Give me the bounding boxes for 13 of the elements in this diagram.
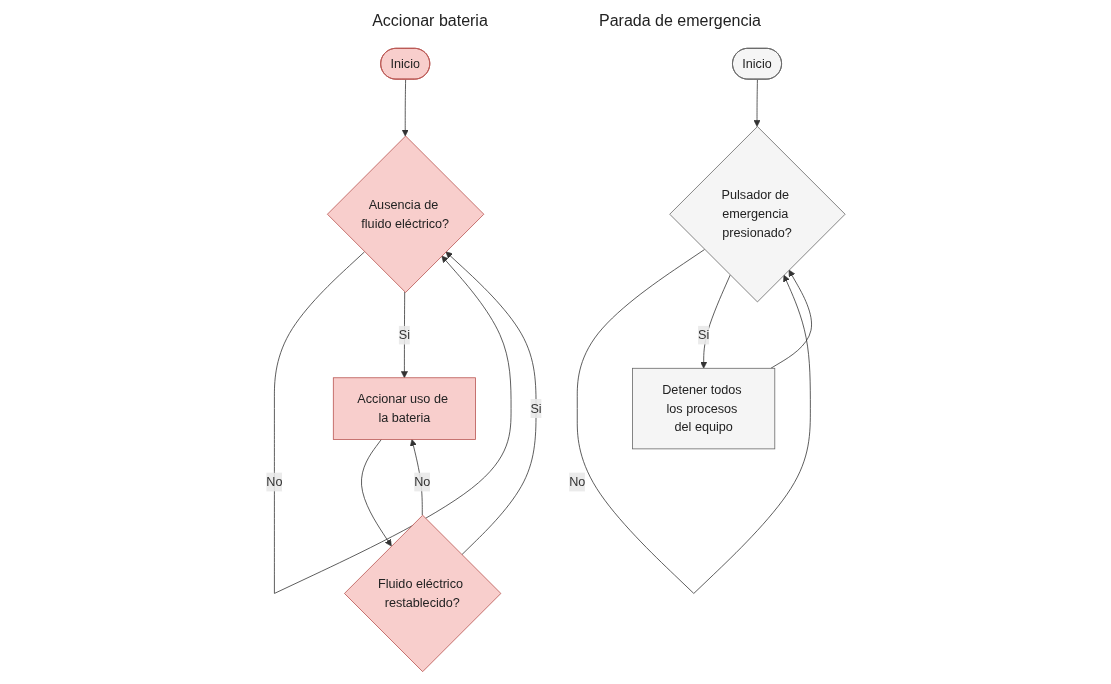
node-diamond: Fluido eléctrico restablecido? [343,514,502,673]
edge-label: Si [398,328,410,342]
edge-label: No [413,474,431,489]
edge-label: Si [697,328,710,342]
flowchart-heading: Parada de emergencia [598,12,762,30]
edge-label: Si [530,401,542,415]
node-box: Accionar uso de la bateria [332,377,476,440]
flowchart-heading: Accionar bateria [371,12,489,30]
node-box: Detener todos los procesos del equipo [632,367,775,450]
node-diamond: Pulsador de emergencia presionado? [669,126,846,303]
edge-label: No [568,474,586,489]
node-diamond: Ausencia de fluido eléctrico? [326,135,484,293]
edge-label: No [266,474,283,489]
